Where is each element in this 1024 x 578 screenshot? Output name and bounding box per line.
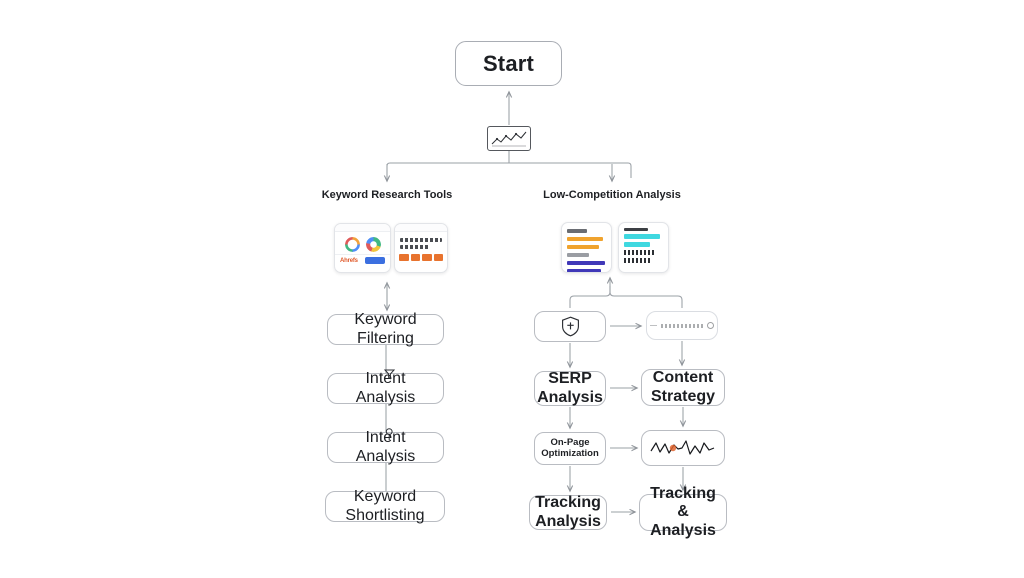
node-label-line1: Tracking bbox=[535, 494, 601, 512]
node-serp-analysis[interactable]: SERP Analysis bbox=[534, 370, 606, 406]
node-keyword-shortlisting[interactable]: Keyword Shortlisting bbox=[325, 488, 445, 524]
block-row bbox=[395, 252, 447, 261]
brand-label: Ahrefs bbox=[340, 257, 358, 264]
chart-thumbnail-node[interactable] bbox=[487, 126, 531, 151]
text-line-placeholder bbox=[661, 323, 703, 328]
node-on-page-optimization[interactable]: On-Page Optimization bbox=[534, 432, 606, 465]
branch-label-keyword-research-tools: Keyword Research Tools bbox=[321, 189, 453, 201]
highlight-bar bbox=[624, 242, 650, 247]
node-label-line2: Strategy bbox=[650, 387, 716, 405]
faint-text-group bbox=[650, 322, 714, 329]
text-line-placeholder bbox=[400, 238, 442, 242]
block-item bbox=[410, 254, 420, 261]
node-label-line2: Analysis bbox=[535, 512, 601, 530]
sparkline-icon bbox=[650, 440, 715, 455]
block-item bbox=[433, 254, 443, 261]
funnel-icon bbox=[384, 369, 395, 380]
ahrefs-card-thumbnail[interactable]: Ahrefs bbox=[334, 223, 391, 273]
node-label: Keyword Filtering bbox=[354, 311, 417, 347]
node-label-line1: Tracking & bbox=[650, 484, 716, 521]
node-faint-text[interactable] bbox=[646, 311, 718, 340]
scribble-chart-icon bbox=[491, 131, 527, 146]
marker-dot bbox=[669, 444, 677, 452]
card-body bbox=[395, 232, 447, 252]
card-footer: Ahrefs bbox=[335, 254, 390, 266]
block-item bbox=[399, 254, 409, 261]
node-label: Keyword Shortlisting bbox=[345, 488, 425, 524]
node-label-line2: Analysis bbox=[650, 521, 716, 539]
highlight-bar bbox=[624, 234, 660, 239]
bar-item bbox=[567, 229, 587, 233]
circle-icon bbox=[707, 322, 714, 329]
node-keyword-filtering[interactable]: Keyword Filtering bbox=[327, 311, 444, 347]
node-tracking-and-analysis[interactable]: Tracking & Analysis bbox=[639, 485, 727, 539]
text-line-placeholder bbox=[624, 258, 652, 263]
node-label: Intent Analysis bbox=[355, 370, 416, 406]
node-label-line2: Optimization bbox=[541, 447, 599, 459]
bar-item bbox=[567, 237, 603, 241]
bar-item bbox=[567, 245, 599, 249]
node-label-line1: Content bbox=[652, 369, 714, 387]
bar-item bbox=[567, 253, 589, 257]
cyan-highlight-card-thumbnail[interactable] bbox=[618, 222, 669, 273]
node-intent-analysis-1[interactable]: Intent Analysis bbox=[327, 370, 444, 406]
node-intent-analysis-2[interactable]: Intent Analysis bbox=[327, 429, 444, 465]
text-line-placeholder bbox=[624, 228, 648, 231]
shield-check-icon bbox=[561, 316, 579, 337]
text-line-placeholder bbox=[624, 250, 654, 255]
branch-label-low-competition-analysis: Low-Competition Analysis bbox=[543, 189, 681, 201]
card-header-bar bbox=[395, 224, 447, 232]
donut-chart-icon bbox=[365, 237, 381, 252]
cta-button-shape[interactable] bbox=[365, 257, 385, 264]
node-label: Intent Analysis bbox=[355, 429, 416, 465]
node-shield-check[interactable] bbox=[534, 311, 606, 342]
bar-item bbox=[567, 269, 601, 272]
node-sparkline[interactable] bbox=[641, 430, 725, 466]
block-item bbox=[422, 254, 432, 261]
bar-item bbox=[567, 261, 605, 265]
donut-chart-icon bbox=[344, 237, 360, 252]
bar-chart-card-thumbnail[interactable] bbox=[561, 222, 612, 273]
scribble-orange-card-thumbnail[interactable] bbox=[394, 223, 448, 273]
node-content-strategy[interactable]: Content Strategy bbox=[641, 369, 725, 406]
card-body bbox=[335, 232, 390, 254]
node-label-line1: SERP bbox=[548, 370, 592, 388]
magnifier-icon bbox=[385, 428, 393, 440]
start-label: Start bbox=[482, 50, 535, 76]
node-label-line1: On-Page bbox=[550, 436, 590, 448]
node-label-line2: Analysis bbox=[537, 388, 603, 406]
text-line-placeholder bbox=[400, 245, 430, 249]
card-body bbox=[562, 223, 611, 272]
card-header-bar bbox=[335, 224, 390, 232]
card-body bbox=[619, 223, 668, 268]
node-tracking-analysis[interactable]: Tracking Analysis bbox=[529, 494, 607, 530]
start-node[interactable]: Start bbox=[455, 41, 562, 86]
dash-mark bbox=[650, 325, 657, 326]
